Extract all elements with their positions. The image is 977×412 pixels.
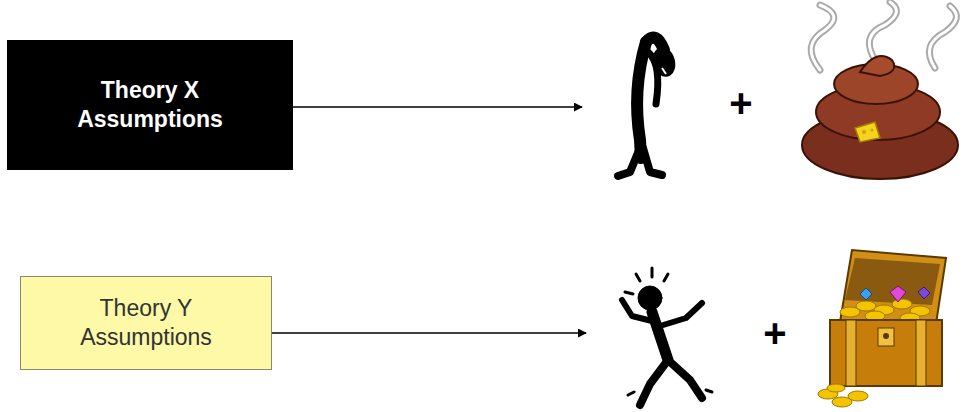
plus-sign: + (763, 311, 786, 356)
treasure-chest (818, 250, 946, 407)
pointer-arrow (293, 106, 582, 108)
assumption-box: Theory X Assumptions (7, 40, 293, 170)
plus-sign: + (729, 81, 752, 126)
box-label: Theory X Assumptions (60, 76, 240, 134)
assumption-box: Theory Y Assumptions (20, 276, 272, 370)
jumping-figure (622, 268, 712, 405)
slumped-figure (618, 38, 679, 177)
pointer-arrow (272, 332, 586, 334)
box-label: Theory Y Assumptions (56, 294, 236, 352)
poop-pile (802, 2, 958, 179)
